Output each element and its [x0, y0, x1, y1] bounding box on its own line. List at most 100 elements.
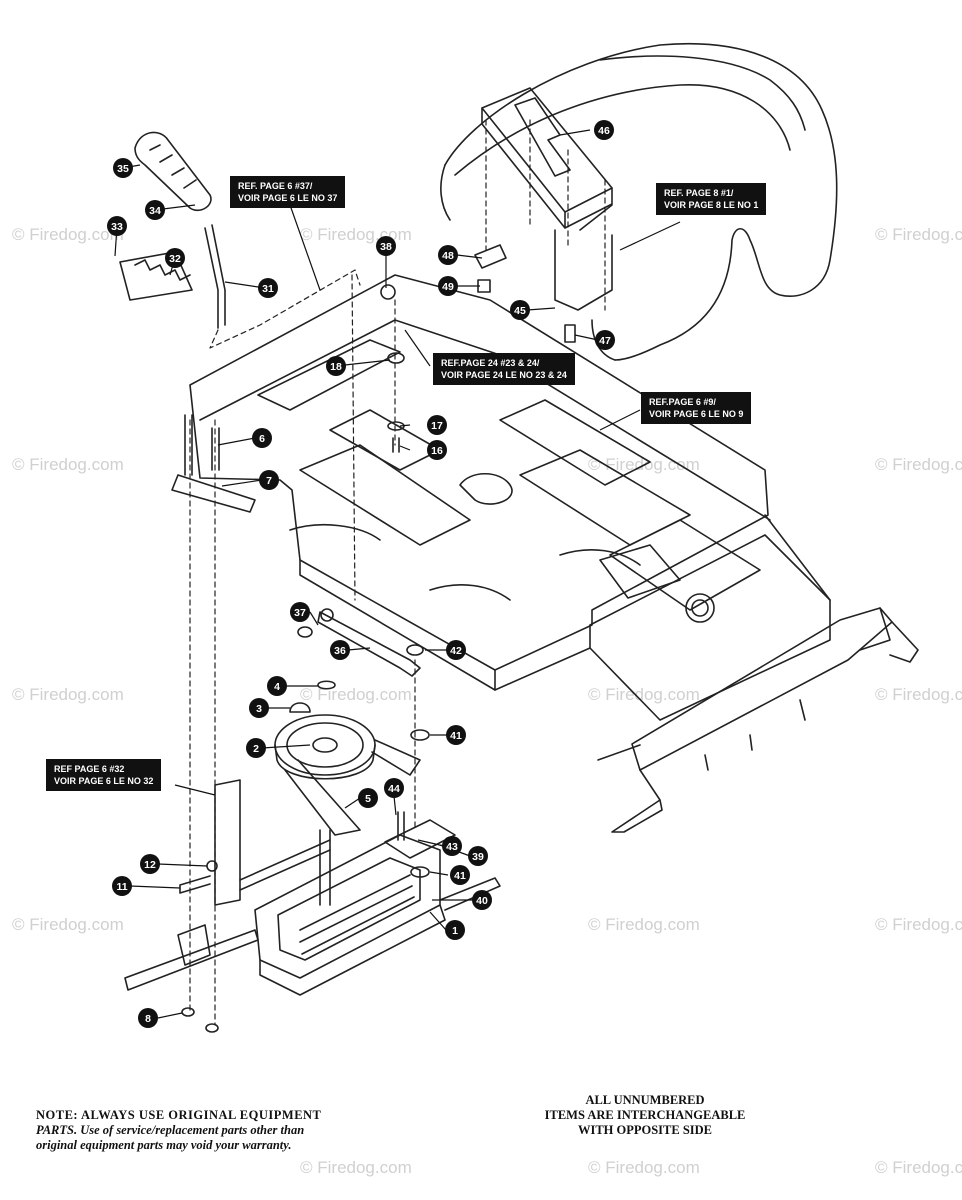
- callout-41: 41: [450, 865, 470, 885]
- ref37-leader-dashed: [209, 269, 361, 349]
- link-rod: [317, 611, 421, 677]
- callout-7: 7: [259, 470, 279, 490]
- note-line: NOTE: ALWAYS USE ORIGINAL EQUIPMENT: [36, 1108, 322, 1122]
- callout-1: 1: [445, 920, 465, 940]
- callout-circle: [438, 245, 458, 265]
- callout-circle: [165, 248, 185, 268]
- watermark: © Firedog.com: [588, 685, 700, 704]
- callout-circle: [113, 158, 133, 178]
- link-rod-eye: [320, 608, 334, 622]
- callout-circle: [442, 836, 462, 856]
- frame-top: [189, 274, 769, 671]
- fender-lower: [440, 164, 616, 361]
- watermark: © Firedog.com: [12, 225, 124, 244]
- leader-line: [344, 797, 361, 809]
- reference-text: VOIR PAGE 6 LE NO 37: [238, 193, 338, 203]
- watermark: © Firedog.com: [875, 915, 962, 934]
- frame-front-face: [589, 534, 831, 649]
- note-line: ITEMS ARE INTERCHANGEABLE: [544, 1108, 746, 1122]
- callout-3: 3: [249, 698, 269, 718]
- frame-rib: [289, 524, 641, 601]
- watermark: © Firedog.com: [875, 225, 962, 244]
- reference-text: VOIR PAGE 6 LE NO 9: [649, 409, 744, 419]
- shift-lever-rod-2: [204, 227, 219, 329]
- callout-number: 7: [266, 475, 272, 487]
- callout-number: 41: [450, 730, 462, 742]
- grip-ridges: [149, 144, 197, 189]
- pin-48: [474, 244, 507, 269]
- nut-42: [406, 644, 424, 656]
- transaxle-cover: [277, 857, 421, 961]
- washer-18: [387, 352, 405, 364]
- callout-number: 34: [149, 205, 161, 217]
- callout-number: 39: [472, 851, 484, 863]
- warranty-note: NOTE: ALWAYS USE ORIGINAL EQUIPMENT PART…: [36, 1108, 476, 1153]
- callout-number: 16: [431, 445, 443, 457]
- callout-33: 33: [107, 216, 127, 236]
- leader-line: [526, 307, 556, 311]
- lever-bracket: [119, 251, 193, 301]
- callout-circle: [112, 876, 132, 896]
- callout-4: 4: [267, 676, 287, 696]
- callout-8: 8: [138, 1008, 158, 1028]
- reference-box-32: REF PAGE 6 #32 VOIR PAGE 6 LE NO 32: [46, 759, 162, 791]
- frame-rear-rail: [199, 319, 771, 521]
- washer-41: [410, 729, 430, 741]
- callout-circle: [267, 676, 287, 696]
- nut-37: [297, 626, 313, 638]
- leader-line: [574, 334, 599, 341]
- callout-circle: [427, 415, 447, 435]
- callout-number: 37: [294, 607, 306, 619]
- callout-number: 31: [262, 283, 274, 295]
- callout-circle: [107, 216, 127, 236]
- callout-number: 33: [111, 221, 123, 233]
- callout-circle: [252, 428, 272, 448]
- leader-line: [261, 744, 311, 749]
- callout-circle: [510, 300, 530, 320]
- leader-line: [347, 647, 371, 651]
- reference-text: VOIR PAGE 8 LE NO 1: [664, 200, 759, 210]
- nut-38: [380, 284, 396, 300]
- callout-17: 17: [427, 415, 447, 435]
- lever-spring: [134, 259, 191, 281]
- callout-number: 17: [431, 420, 443, 432]
- frame-slot-3: [499, 399, 651, 486]
- frame-front: [494, 514, 831, 721]
- callout-circle: [326, 356, 346, 376]
- callout-6: 6: [252, 428, 272, 448]
- rear-axle-right: [439, 877, 501, 911]
- interchangeable-note: ALL UNNUMBERED ITEMS ARE INTERCHANGEABLE…: [500, 1093, 790, 1138]
- frame-slot-5: [519, 449, 691, 546]
- nut-8: [181, 1007, 195, 1017]
- callout-number: 42: [450, 645, 462, 657]
- callout-number: 36: [334, 645, 346, 657]
- leader-line: [399, 445, 411, 451]
- watermark: © Firedog.com: [300, 685, 412, 704]
- input-shaft: [319, 829, 331, 906]
- callout-number: 48: [442, 250, 454, 262]
- clip: [317, 680, 336, 690]
- callout-31: 31: [258, 278, 278, 298]
- stud-44: [397, 811, 405, 841]
- callout-number: 12: [144, 859, 156, 871]
- pulley-rim: [274, 744, 376, 780]
- watermark: © Firedog.com: [12, 455, 124, 474]
- leader-line: [174, 784, 216, 796]
- callout-12: 12: [140, 854, 160, 874]
- callout-number: 18: [330, 361, 342, 373]
- callout-number: 35: [117, 163, 129, 175]
- callout-46: 46: [594, 120, 614, 140]
- leader-line: [399, 424, 411, 427]
- callout-circle: [259, 470, 279, 490]
- callout-49: 49: [438, 276, 458, 296]
- callout-45: 45: [510, 300, 530, 320]
- callout-42: 42: [446, 640, 466, 660]
- axle-hub: [177, 924, 211, 966]
- shift-slot: [514, 97, 571, 177]
- reference-text: REF.PAGE 24 #23 & 24/: [441, 358, 540, 368]
- callout-number: 3: [256, 703, 262, 715]
- lift-rod: [211, 427, 220, 471]
- callout-36: 36: [330, 640, 350, 660]
- callout-47: 47: [595, 330, 615, 350]
